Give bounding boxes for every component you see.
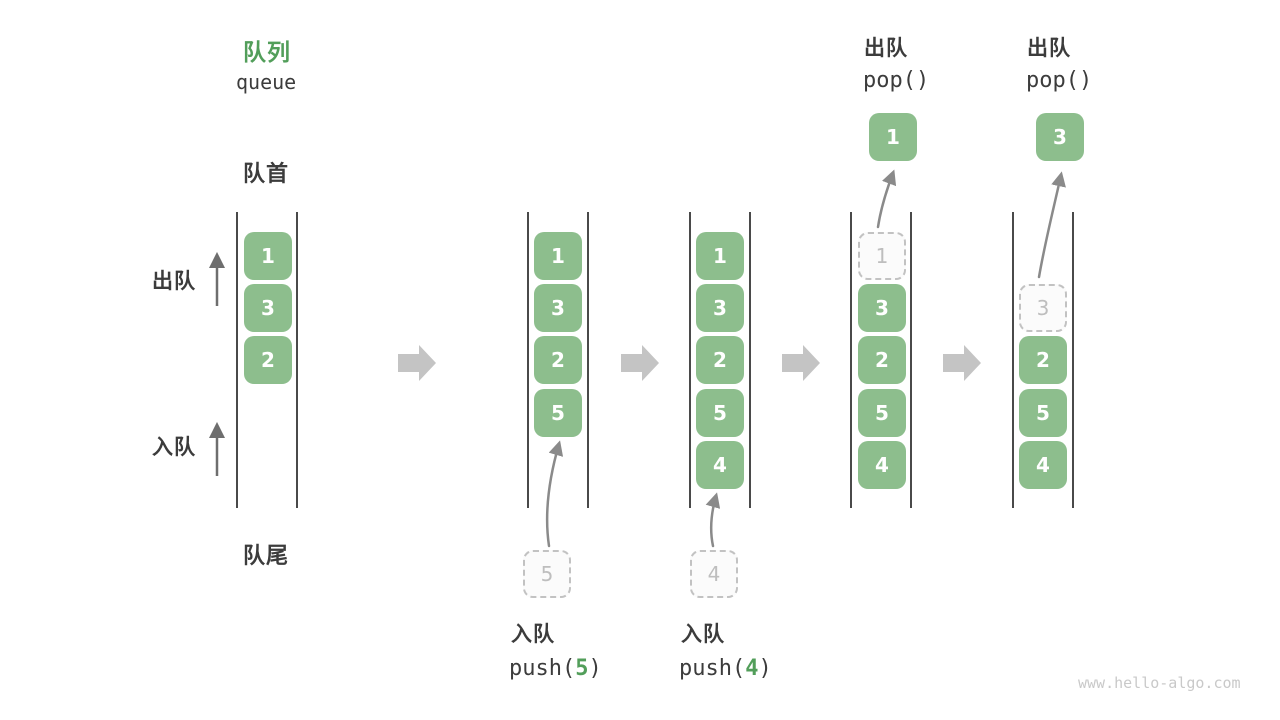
title-queue-en: queue bbox=[236, 70, 297, 94]
staged-cell-4: 4 bbox=[690, 550, 738, 598]
step-arrow-icon bbox=[782, 345, 820, 381]
label-queue-front: 队首 bbox=[243, 162, 290, 187]
push5-arrow-icon bbox=[545, 440, 564, 548]
push4-code-pre: push( bbox=[679, 656, 746, 681]
queue-cell: 5 bbox=[696, 389, 744, 437]
queue-wall bbox=[587, 212, 589, 508]
push5-code-pre: push( bbox=[509, 656, 576, 681]
push4-code-arg: 4 bbox=[745, 656, 759, 681]
queue-cell: 5 bbox=[534, 389, 582, 437]
popped-cell-1: 1 bbox=[869, 113, 917, 161]
queue-cell: 4 bbox=[1019, 441, 1067, 489]
popped-cell-3: 3 bbox=[1036, 113, 1084, 161]
step-arrow-icon bbox=[943, 345, 981, 381]
queue-wall bbox=[1012, 212, 1014, 508]
queue-cell: 2 bbox=[858, 336, 906, 384]
queue-wall bbox=[296, 212, 298, 508]
label-push5-zh: 入队 bbox=[511, 622, 555, 646]
push5-code-post: ) bbox=[588, 656, 602, 681]
queue-cell: 2 bbox=[534, 336, 582, 384]
label-dequeue-side: 出队 bbox=[152, 269, 196, 293]
queue-cell: 3 bbox=[696, 284, 744, 332]
pop2-arrow-icon bbox=[1037, 171, 1066, 279]
label-enqueue-side: 入队 bbox=[152, 435, 196, 459]
label-push5-code: push(5) bbox=[509, 656, 602, 681]
queue-cell: 1 bbox=[244, 232, 292, 280]
step-arrow-icon bbox=[621, 345, 659, 381]
queue-cell: 1 bbox=[696, 232, 744, 280]
label-pop1-zh: 出队 bbox=[864, 36, 908, 60]
queue-cell: 3 bbox=[858, 284, 906, 332]
push5-code-arg: 5 bbox=[575, 656, 589, 681]
step-arrow-icon bbox=[398, 345, 436, 381]
queue-wall bbox=[910, 212, 912, 508]
queue-cell: 1 bbox=[534, 232, 582, 280]
label-pop2-code: pop() bbox=[1026, 68, 1093, 93]
queue-wall bbox=[850, 212, 852, 508]
queue-cell: 5 bbox=[1019, 389, 1067, 437]
queue-cell: 4 bbox=[696, 441, 744, 489]
queue-cell: 5 bbox=[858, 389, 906, 437]
label-pop1-code: pop() bbox=[863, 68, 930, 93]
queue-wall bbox=[527, 212, 529, 508]
watermark: www.hello-algo.com bbox=[1078, 674, 1241, 692]
label-push4-zh: 入队 bbox=[681, 622, 725, 646]
queue-cell: 2 bbox=[1019, 336, 1067, 384]
queue-cell-ghost: 1 bbox=[858, 232, 906, 280]
push4-code-post: ) bbox=[758, 656, 772, 681]
label-push4-code: push(4) bbox=[679, 656, 772, 681]
queue-wall bbox=[689, 212, 691, 508]
queue-wall bbox=[749, 212, 751, 508]
label-pop2-zh: 出队 bbox=[1027, 36, 1071, 60]
queue-wall bbox=[1072, 212, 1074, 508]
label-queue-rear: 队尾 bbox=[243, 544, 290, 569]
pop1-arrow-icon bbox=[876, 169, 897, 229]
push4-arrow-icon bbox=[705, 492, 721, 548]
queue-cell: 2 bbox=[696, 336, 744, 384]
queue-wall bbox=[236, 212, 238, 508]
title-queue-zh: 队列 bbox=[243, 40, 291, 66]
queue-cell: 3 bbox=[534, 284, 582, 332]
queue-cell: 3 bbox=[244, 284, 292, 332]
queue-cell-ghost: 3 bbox=[1019, 284, 1067, 332]
queue-cell: 4 bbox=[858, 441, 906, 489]
queue-cell: 2 bbox=[244, 336, 292, 384]
staged-cell-5: 5 bbox=[523, 550, 571, 598]
